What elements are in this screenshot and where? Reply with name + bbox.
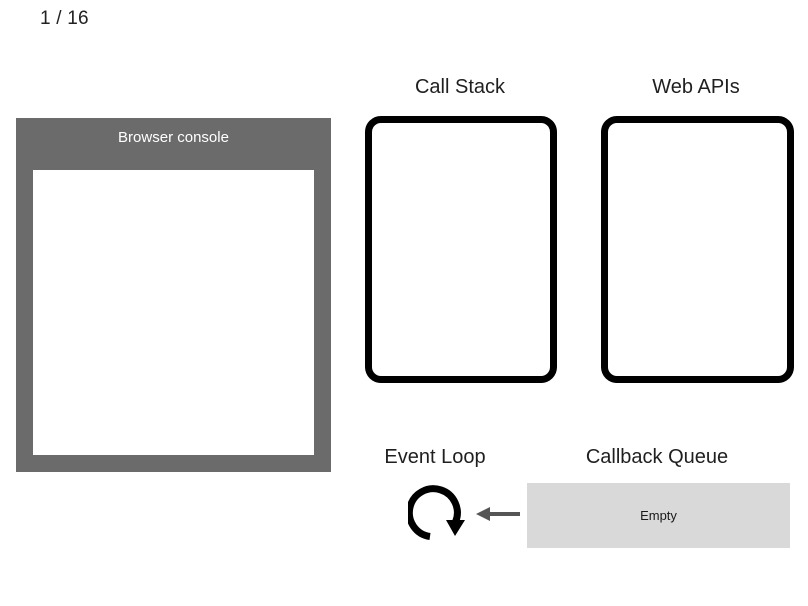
callback-queue-heading: Callback Queue — [585, 446, 729, 468]
callback-queue-status: Empty — [640, 508, 677, 523]
event-loop-heading: Event Loop — [384, 446, 486, 468]
call-stack-box — [365, 116, 557, 383]
browser-console-title: Browser console — [118, 129, 229, 146]
circular-arrow-icon — [405, 484, 468, 544]
web-apis-box — [601, 116, 794, 383]
web-apis-heading: Web APIs — [652, 76, 740, 98]
call-stack-heading: Call Stack — [414, 76, 506, 98]
browser-console-screen — [33, 170, 314, 455]
browser-console-log — [33, 170, 314, 182]
browser-console-panel: Browser console — [16, 118, 331, 472]
arrow-left-icon — [476, 503, 520, 525]
callback-queue-box: Empty — [527, 483, 790, 548]
slide-counter: 1 / 16 — [40, 8, 89, 29]
